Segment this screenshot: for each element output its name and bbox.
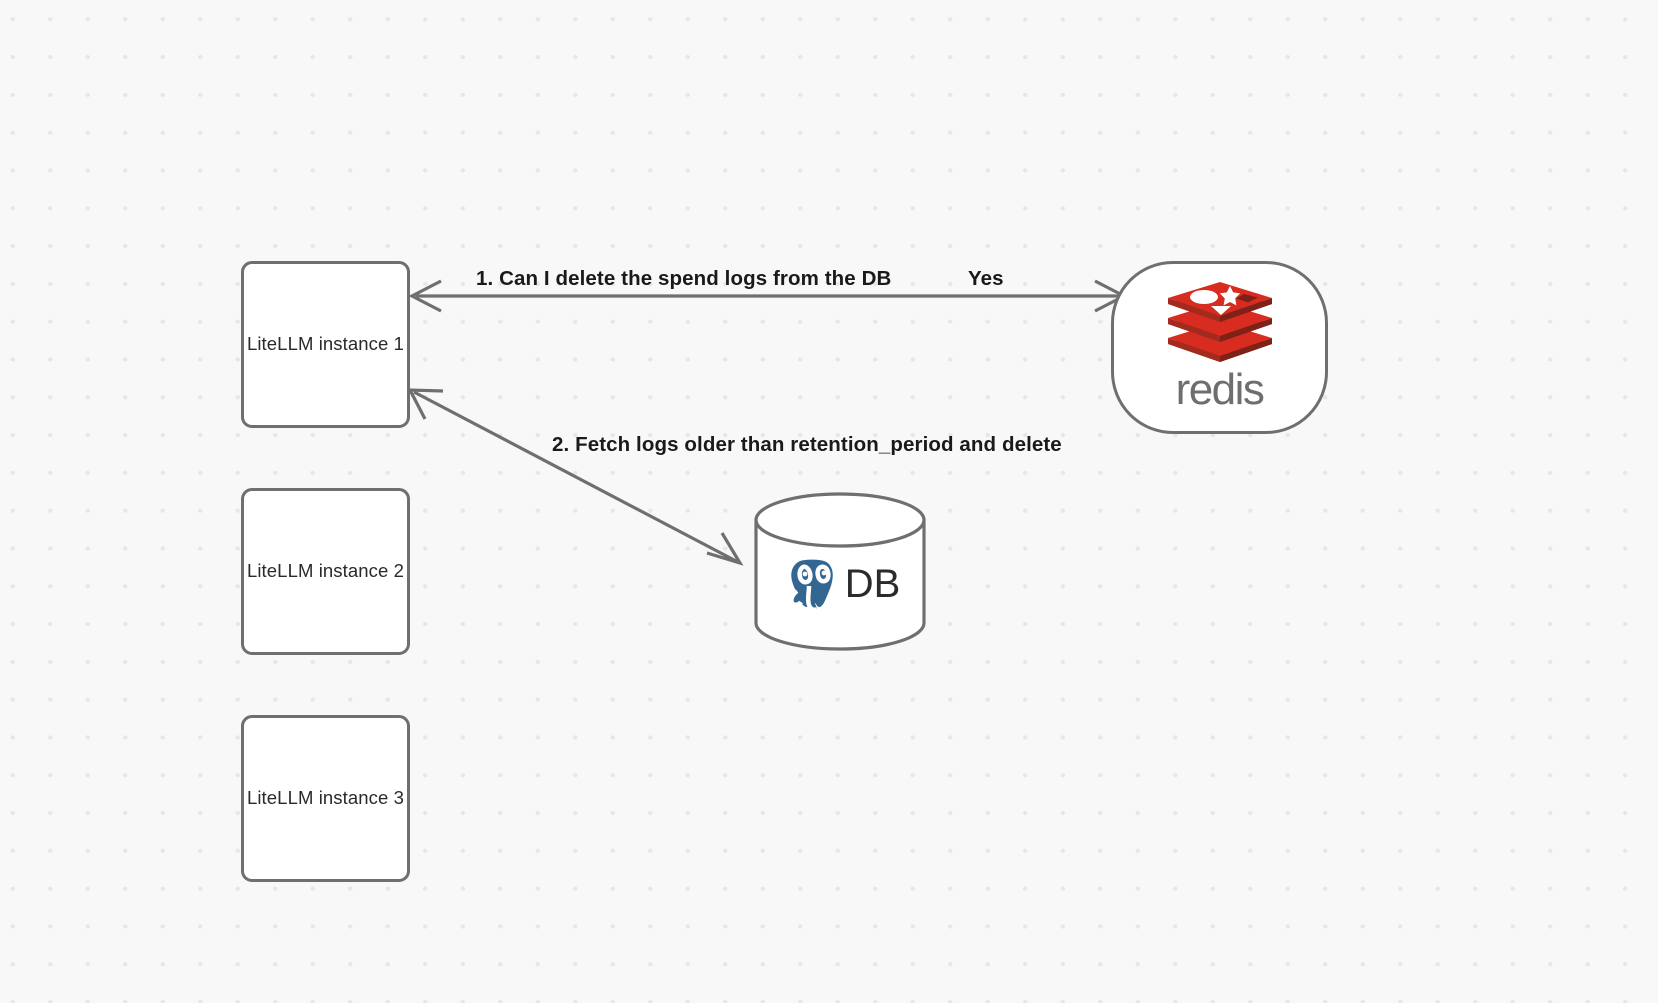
node-litellm-instance-2[interactable]: LiteLLM instance 2 xyxy=(241,488,410,655)
postgresql-elephant-icon xyxy=(786,554,837,612)
database-cylinder-shape xyxy=(754,492,926,651)
redis-logo-icon xyxy=(1167,281,1272,362)
edge-litellm1-database xyxy=(407,388,744,566)
database-label: DB xyxy=(844,561,901,606)
database-content: DB xyxy=(754,494,925,649)
node-label: LiteLLM instance 1 xyxy=(246,333,405,355)
edge-label-reply-yes: Yes xyxy=(968,267,1004,290)
edge-label-step-1: 1. Can I delete the spend logs from the … xyxy=(476,267,892,290)
redis-wordmark: redis xyxy=(1175,364,1265,414)
node-label: LiteLLM instance 3 xyxy=(246,787,405,809)
node-label: LiteLLM instance 2 xyxy=(246,560,405,582)
node-litellm-instance-1[interactable]: LiteLLM instance 1 xyxy=(241,261,410,428)
redis-logo-wrap: redis xyxy=(1164,281,1276,414)
node-redis[interactable]: redis xyxy=(1111,261,1328,434)
edge-label-step-2: 2. Fetch logs older than retention_perio… xyxy=(552,433,1062,456)
node-litellm-instance-3[interactable]: LiteLLM instance 3 xyxy=(241,715,410,882)
node-database[interactable]: DB xyxy=(754,494,925,649)
